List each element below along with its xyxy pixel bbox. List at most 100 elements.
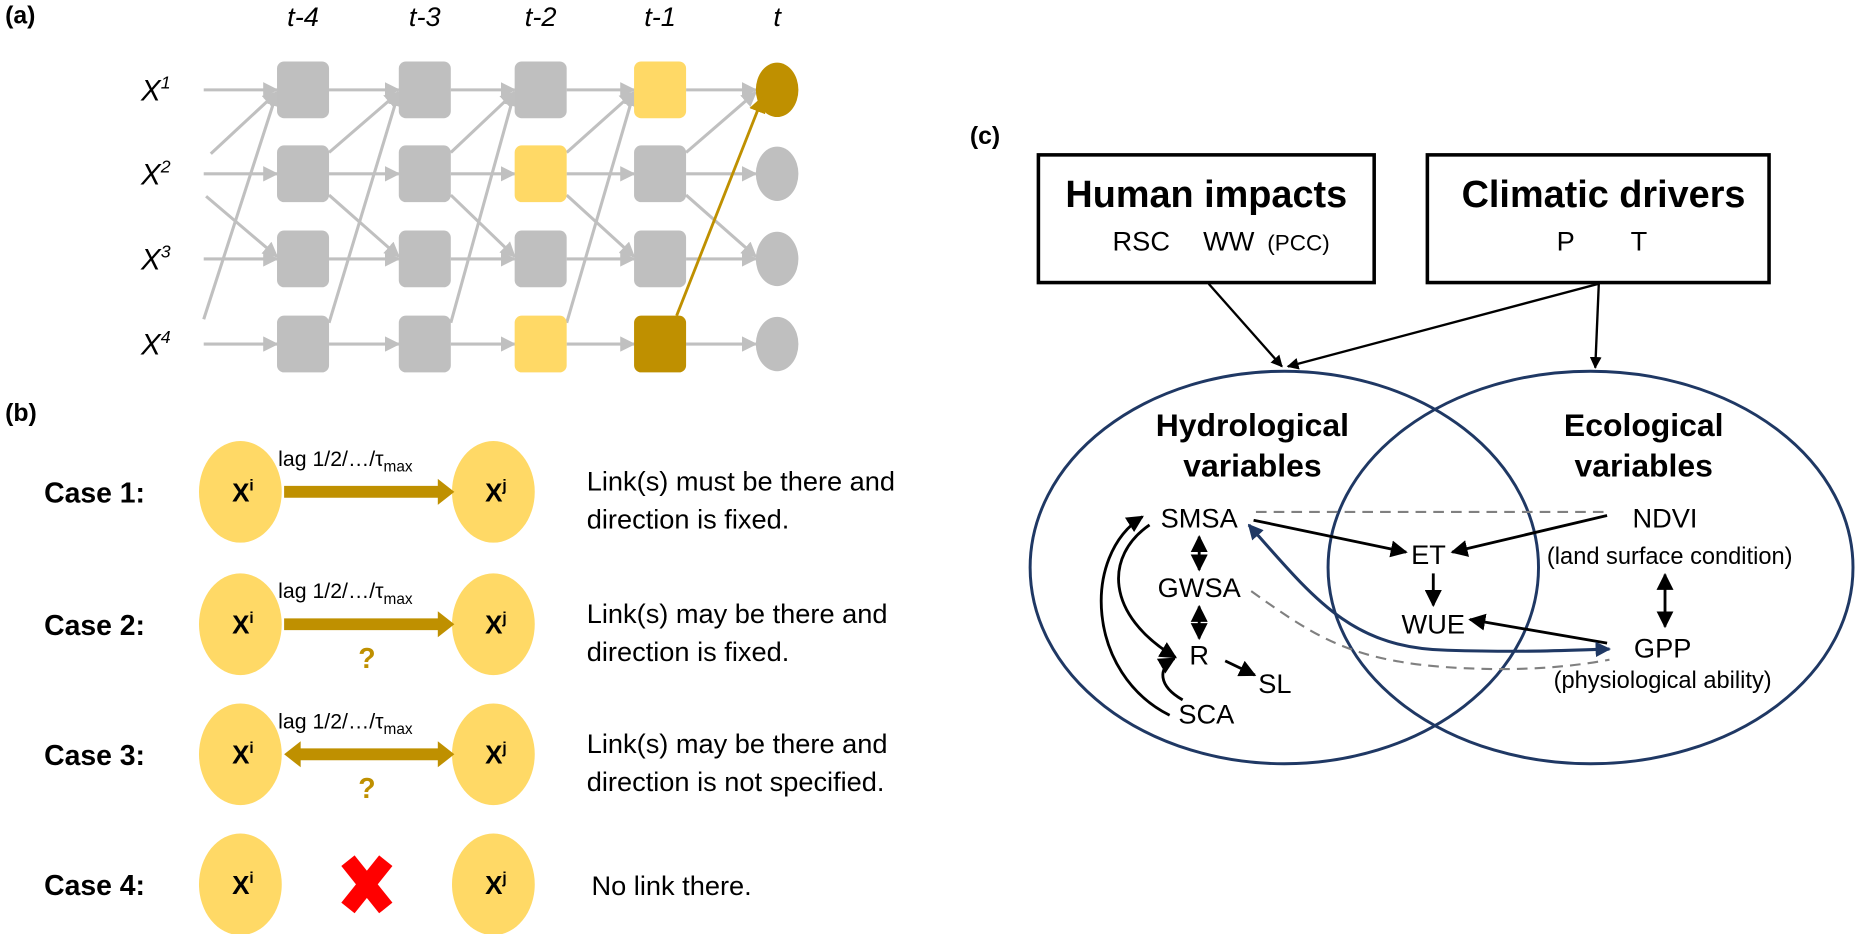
case-label: Case 4: [44,870,145,902]
lagged-node [634,145,687,203]
node-superscript: i [249,478,253,495]
lagged-node [398,315,451,373]
cross-lag-edge [685,193,757,258]
lag-edges [202,82,758,352]
node-label: Xi [232,610,254,640]
cross-lag-edge [327,90,403,324]
node-label: Xi [232,740,254,770]
cross-lag-edge [685,91,758,154]
link-sca-to-r [1156,657,1184,702]
human-impacts-box: Human impacts RSC WW (PCC) [1036,153,1376,285]
node-xi [198,833,282,934]
lagged-node [277,230,330,288]
case-label: Case 3: [44,740,145,772]
lagged-node [634,230,687,288]
var-ndvi: NDVI [1633,502,1698,533]
directed-link-arrow [284,611,455,638]
human-impacts-frame [1036,153,1376,285]
var-sl: SL [1258,668,1291,699]
climatic-drivers-title: Climatic drivers [1462,174,1746,216]
cross-lag-edge [205,195,279,258]
climate-item-t: T [1631,226,1648,257]
target-node [755,316,799,372]
lagged-node [634,315,687,373]
node-xj [451,703,535,806]
lagged-node [398,61,451,119]
directed-link-arrow [284,478,455,505]
node-superscript: i [249,740,253,757]
lagged-node [634,61,687,119]
variable-superscript: 4 [161,327,171,347]
lag-subscript: max [384,459,413,476]
hydrological-title-line2: variables [1183,447,1321,483]
climatic-drivers-frame [1425,153,1771,285]
case-description: direction is fixed. [587,636,790,667]
human-item-pcc-note: (PCC) [1267,231,1329,256]
lagged-node [277,61,330,119]
lagged-node [514,145,567,203]
target-node [755,146,799,201]
node-label: Xi [232,477,254,507]
node-label: Xj [485,610,507,640]
cross-lag-edge [328,91,400,154]
human-item-ww: WW [1203,226,1255,257]
node-label: Xi [232,870,254,900]
case-description: Link(s) may be there and [587,598,888,629]
var-et: ET [1411,539,1446,570]
node-xj [451,440,535,543]
node-superscript: i [249,610,253,627]
highlighted-edge [675,95,766,317]
var-smsa: SMSA [1161,502,1239,533]
arrow-human-to-hydro [1207,282,1283,368]
lag-label: lag 1/2/…/τmax [278,447,413,476]
arrow-climate-to-hydro [1286,282,1600,370]
human-item-rsc: RSC [1113,226,1170,257]
uncertainty-mark: ? [358,773,375,805]
ecological-title-line2: variables [1575,447,1713,483]
case-description: direction is not specified. [587,766,885,797]
variable-label: X4 [140,327,171,362]
node-superscript: j [501,610,506,627]
bidirectional-link-arrow [284,741,455,768]
lagged-node [398,145,451,203]
hydrological-title-line1: Hydrological [1156,407,1349,443]
var-gpp: GPP [1634,632,1691,663]
node-superscript: i [249,870,253,887]
var-sca: SCA [1178,699,1235,730]
lagged-node [277,315,330,373]
variable-label: X1 [140,73,171,108]
node-superscript: j [501,740,506,757]
link-sca-to-smsa [1099,515,1171,717]
lag-subscript: max [384,721,413,738]
climate-item-p: P [1557,226,1575,257]
node-xi [198,573,282,676]
case-description: No link there. [592,870,752,901]
time-series-nodes [277,61,799,373]
time-label: t-3 [409,1,441,32]
no-link-cross-icon [341,855,393,914]
node-xj [452,833,535,934]
panel-c-label: (c) [970,123,1000,150]
link-gpp-to-wue [1468,613,1608,645]
node-xi [198,440,282,543]
panel-c: (c) Human impacts RSC WW (PCC) Climatic … [970,123,1855,766]
time-label: t [773,1,782,32]
var-r: R [1189,639,1209,670]
case-description: Link(s) may be there and [587,728,888,759]
highlighted-causal-link [675,95,766,317]
var-wue: WUE [1402,609,1465,640]
variable-superscript: 2 [160,157,171,177]
lag-label: lag 1/2/…/τmax [278,709,413,738]
time-label: t-4 [287,1,319,32]
node-superscript: j [501,478,506,495]
cross-lag-edge [202,90,281,320]
node-label: Xj [485,740,507,770]
lagged-node [514,230,567,288]
lagged-node [277,145,330,203]
